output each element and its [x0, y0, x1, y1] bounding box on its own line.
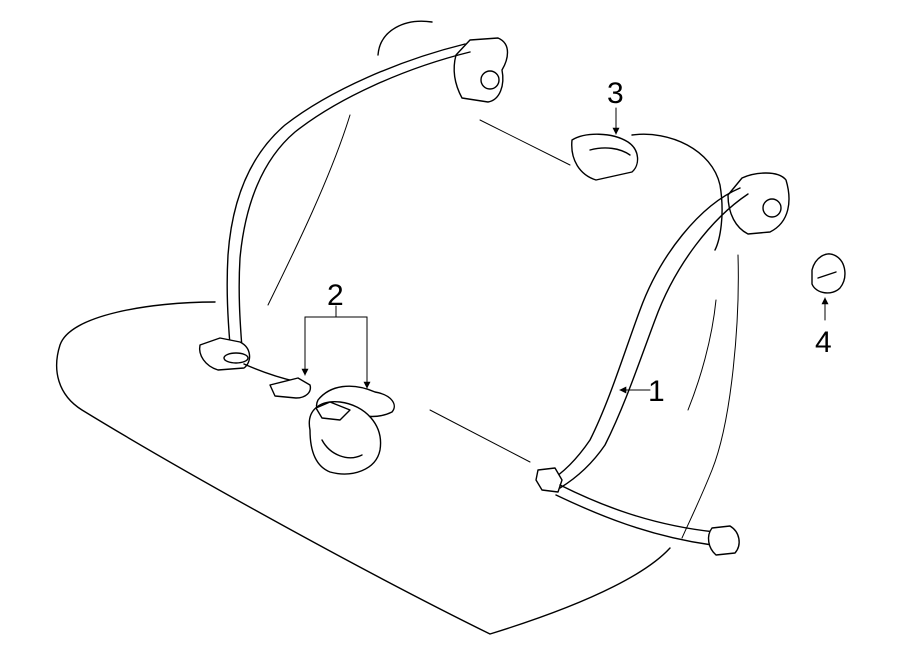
- callout-1: 1: [648, 375, 665, 408]
- center-cover: [571, 133, 639, 181]
- seat-belt-assembly-left: [198, 37, 509, 383]
- callout-4: 4: [815, 326, 832, 359]
- seat-back: [267, 20, 739, 539]
- leader-lines: [301, 107, 829, 394]
- small-cover: [811, 253, 846, 294]
- callout-2: 2: [327, 279, 344, 312]
- buckle-assembly: [269, 377, 395, 475]
- seat-belt-assembly-right: [535, 172, 790, 556]
- callout-3: 3: [607, 77, 624, 110]
- seat-cushion: [56, 301, 671, 635]
